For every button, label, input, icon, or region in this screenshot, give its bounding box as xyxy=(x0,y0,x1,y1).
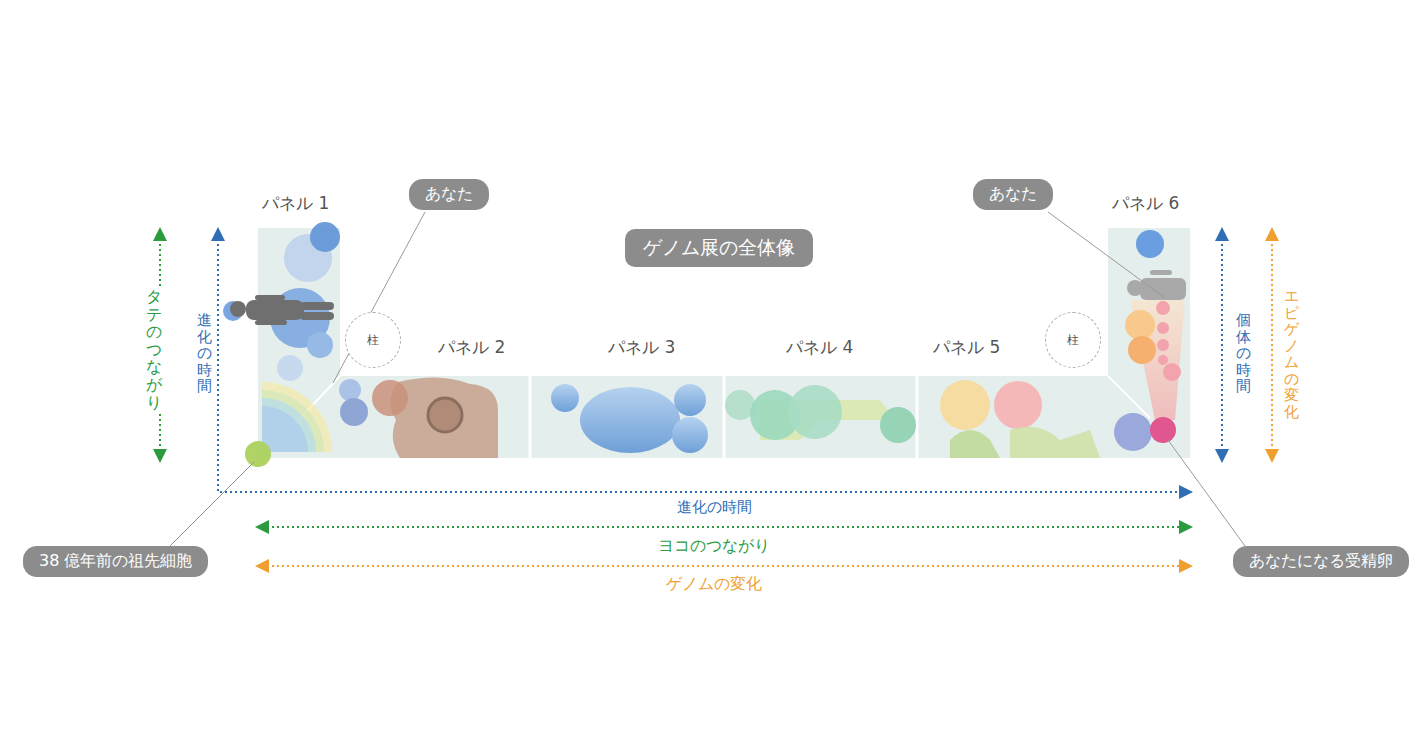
axis-label: 進化の時間 xyxy=(673,498,756,517)
exhibit-panel: パネル 6 xyxy=(1108,228,1190,458)
title-text: ゲノム展の全体像 xyxy=(643,236,795,258)
illustration-circle xyxy=(1125,310,1155,340)
axis-label: ゲノムの変化 xyxy=(662,574,766,595)
illustration-line xyxy=(262,526,1186,528)
illustration-circle xyxy=(339,379,361,401)
illustration-path xyxy=(262,390,324,452)
illustration-circle xyxy=(230,301,246,317)
illustration-circle xyxy=(551,384,579,412)
illustration-line xyxy=(333,212,425,383)
exhibit-panel: パネル 2 xyxy=(340,376,530,458)
illustration-path xyxy=(262,382,332,452)
illustration-line xyxy=(1048,212,1165,298)
illustration-g xyxy=(223,222,340,467)
illustration-line xyxy=(529,376,532,458)
illustration-ellipse xyxy=(580,387,680,453)
illustration-circle xyxy=(1157,339,1169,351)
illustration-circle xyxy=(1128,336,1156,364)
illustration-polyline xyxy=(218,234,1186,492)
illustration-rect xyxy=(300,312,334,320)
illustration-circle xyxy=(1136,230,1164,258)
callout-text: 38 億年前の祖先細胞 xyxy=(39,551,192,570)
illustration-path xyxy=(1010,427,1100,458)
illustration-line xyxy=(1221,234,1223,456)
illustration-circle xyxy=(1158,355,1168,365)
illustration-rect xyxy=(246,300,304,320)
illustration-circle xyxy=(1127,280,1143,296)
illustration-circle xyxy=(1157,322,1169,334)
illustration-line xyxy=(1271,234,1273,456)
illustration-circle xyxy=(672,417,708,453)
illustration-circle xyxy=(788,385,842,439)
illustration-line xyxy=(1168,440,1245,546)
illustration-circle xyxy=(994,381,1042,429)
panel-heading: パネル 3 xyxy=(608,336,675,359)
axis-label-vertical: タテのつながり xyxy=(146,288,162,411)
callout-pill: あなた xyxy=(973,179,1053,210)
illustration-line xyxy=(1108,376,1150,418)
illustration-rect xyxy=(1150,270,1172,275)
illustration-path xyxy=(950,430,1000,458)
pillar-circle: 柱 xyxy=(345,312,401,368)
exhibit-panel: パネル 5 xyxy=(919,376,1107,458)
illustration-circle xyxy=(428,398,462,432)
illustration-line xyxy=(916,376,919,458)
pillar-label: 柱 xyxy=(367,332,379,349)
callout-pill: あなたになる受精卵 xyxy=(1233,546,1409,577)
axis-label-vertical: 個体の時間 xyxy=(1236,312,1251,395)
pillar-label: 柱 xyxy=(1067,332,1079,349)
callout-text: あなた xyxy=(989,184,1037,203)
illustration-circle xyxy=(245,441,271,467)
illustration-circle xyxy=(1156,301,1170,315)
illustration-circle xyxy=(1114,413,1152,451)
illustration-circle xyxy=(674,384,706,416)
callout-pill: あなた xyxy=(409,179,489,210)
callout-text: あなたになる受精卵 xyxy=(1249,551,1393,570)
illustration-rect xyxy=(255,320,287,325)
callout-pill: 38 億年前の祖先細胞 xyxy=(23,546,208,577)
exhibit-panel: パネル 3 xyxy=(532,376,722,458)
illustration-g xyxy=(230,295,334,325)
illustration-circle xyxy=(340,398,368,426)
illustration-rect xyxy=(300,302,334,310)
pillar-circle: 柱 xyxy=(1045,312,1101,368)
illustration-path xyxy=(262,398,316,452)
illustration-line xyxy=(262,565,1186,567)
illustration-g xyxy=(1127,270,1186,300)
illustration-circle xyxy=(372,380,408,416)
exhibit-panel: パネル 4 xyxy=(726,376,916,458)
illustration-path xyxy=(262,406,308,452)
axis-label-vertical: 進化の時間 xyxy=(197,312,212,395)
illustration-circle xyxy=(940,380,990,430)
panel-heading: パネル 2 xyxy=(438,336,505,359)
illustration-circle xyxy=(307,332,333,358)
panel-heading: パネル 1 xyxy=(262,192,329,215)
title-pill: ゲノム展の全体像 xyxy=(625,229,813,267)
panel-heading: パネル 5 xyxy=(933,336,1000,359)
exhibit-panel: パネル 1 xyxy=(258,228,340,458)
illustration-line xyxy=(170,462,254,546)
illustration-circle xyxy=(880,407,916,443)
illustration-line xyxy=(723,376,726,458)
illustration-circle xyxy=(1163,363,1181,381)
illustration-circle xyxy=(1150,417,1176,443)
panel-heading: パネル 6 xyxy=(1112,192,1179,215)
callout-text: あなた xyxy=(425,184,473,203)
panel-heading: パネル 4 xyxy=(786,336,853,359)
axis-label: ヨコのつながり xyxy=(654,536,774,557)
illustration-circle xyxy=(310,222,340,252)
illustration-circle xyxy=(277,355,303,381)
illustration-path xyxy=(390,377,498,458)
axis-label-vertical: エピゲノムの変化 xyxy=(1284,288,1299,420)
illustration-rect xyxy=(255,295,285,300)
